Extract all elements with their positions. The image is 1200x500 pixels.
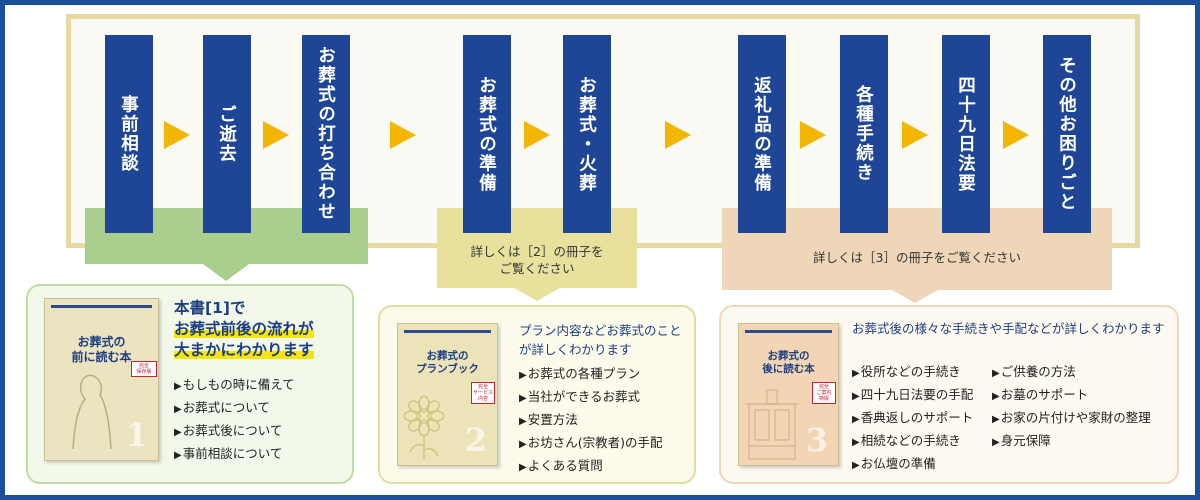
- list-item: お墓のサポート: [992, 384, 1151, 407]
- book-3-number: 3: [805, 421, 828, 459]
- list-item: もしもの時に備えて: [174, 374, 295, 397]
- band-book-3-text: 詳しくは［3］の冊子をご覧ください: [813, 250, 1021, 265]
- arrow-right-icon: [1003, 121, 1029, 149]
- band-book-2-text: 詳しくは［2］の冊子を ご覧ください: [470, 244, 604, 276]
- arrow-right-icon: [263, 121, 289, 149]
- card-2-list: お葬式の各種プラン 当社ができるお葬式 安置方法 お坊さん(宗教者)の手配 よく…: [519, 363, 663, 478]
- list-item: お坊さん(宗教者)の手配: [519, 432, 663, 455]
- step-procedures: 各種手続き: [840, 35, 888, 233]
- book-2-title: お葬式の プランブック: [416, 350, 479, 375]
- band-book-2-pointer: [514, 288, 560, 301]
- book-1-title: お葬式の 前に読む本: [71, 335, 132, 364]
- step-49th-day: 四十九日法要: [942, 35, 990, 233]
- book-3-badge: 完全 ご案内 特版: [812, 382, 836, 404]
- arrow-right-icon: [390, 121, 416, 149]
- band-book-1-pointer: [203, 264, 249, 281]
- book-1-badge: 完全 保存版: [131, 361, 157, 377]
- list-item: お仏壇の準備: [852, 453, 973, 476]
- list-item: よくある質問: [519, 455, 662, 478]
- book-1-cover: お葬式の 前に読む本 完全 保存版 1: [44, 298, 159, 461]
- list-item: 相続などの手続き: [852, 430, 973, 453]
- card-2-title: プラン内容などお葬式のことが詳しくわかります: [519, 323, 682, 357]
- person-silhouette-icon: [72, 374, 112, 450]
- card-1-list: もしもの時に備えて お葬式について お葬式後について 事前相談について: [174, 374, 295, 466]
- band-book-3-pointer: [892, 290, 938, 303]
- list-item: 香典返しのサポート: [852, 407, 974, 430]
- list-item: 身元保障: [992, 430, 1151, 453]
- card-1-title: 本書[1]で お葬式前後の流れが 大まかにわかります: [174, 299, 314, 359]
- step-funeral-preparation: お葬式の準備: [463, 35, 511, 233]
- arrow-right-icon: [164, 121, 190, 149]
- book-1-number: 1: [125, 416, 148, 454]
- step-arrangement-meeting: お葬式の打ち合わせ: [302, 35, 350, 233]
- arrow-right-icon: [665, 121, 691, 149]
- book-2-cover: お葬式の プランブック 完全 サービス 内容 2: [397, 323, 498, 466]
- card-3-list-right: ご供養の方法 お墓のサポート お家の片付けや家財の整理 身元保障: [992, 361, 1151, 453]
- arrow-right-icon: [902, 121, 928, 149]
- list-item: お葬式について: [174, 397, 295, 420]
- altar-icon: [745, 389, 799, 460]
- list-item: ご供養の方法: [992, 361, 1151, 384]
- book-3-cover: お葬式の 後に読む本 完全 ご案内 特版 3: [738, 323, 839, 466]
- book-2-number: 2: [464, 421, 487, 459]
- book-3-title: お葬式の 後に読む本: [762, 350, 815, 375]
- step-other-concerns: その他お困りごと: [1043, 35, 1091, 233]
- list-item: お葬式の各種プラン: [519, 363, 662, 386]
- chrysanthemum-icon: [403, 395, 445, 459]
- list-item: 四十九日法要の手配: [852, 384, 974, 407]
- list-item: お葬式後について: [174, 420, 295, 443]
- card-3-list-left: 役所などの手続き 四十九日法要の手配 香典返しのサポート 相続などの手続き お仏…: [852, 361, 974, 476]
- step-funeral-cremation: お葬式・火葬: [563, 35, 611, 233]
- step-return-gifts: 返礼品の準備: [738, 35, 786, 233]
- list-item: 役所などの手続き: [852, 361, 973, 384]
- book-2-badge: 完全 サービス 内容: [471, 382, 495, 404]
- list-item: 当社ができるお葬式: [519, 386, 662, 409]
- arrow-right-icon: [524, 121, 550, 149]
- arrow-right-icon: [800, 121, 826, 149]
- list-item: お家の片付けや家財の整理: [992, 407, 1151, 430]
- step-passing: ご逝去: [203, 35, 251, 233]
- card-3-title: お葬式後の様々な手続きや手配などが詳しくわかります: [852, 321, 1165, 336]
- step-consultation: 事前相談: [105, 35, 153, 233]
- list-item: 事前相談について: [174, 443, 295, 466]
- list-item: 安置方法: [519, 409, 662, 432]
